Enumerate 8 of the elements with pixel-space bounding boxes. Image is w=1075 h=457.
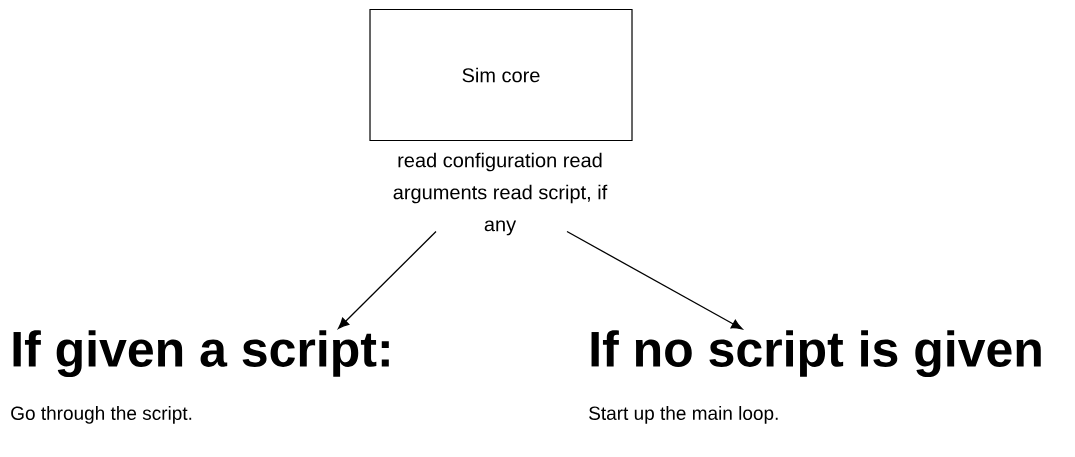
- heading: If given a script:: [13, 330, 389, 377]
- arrow: [566, 230, 743, 330]
- process-box: Sim core: [369, 8, 633, 142]
- caption-text: read configuration read arguments read script, if any: [393, 152, 608, 236]
- heading: If no script is given: [591, 330, 1041, 377]
- body-text: Start up the main loop.: [589, 406, 778, 424]
- body-text: Go through the script.: [11, 406, 192, 424]
- arrow: [337, 230, 437, 329]
